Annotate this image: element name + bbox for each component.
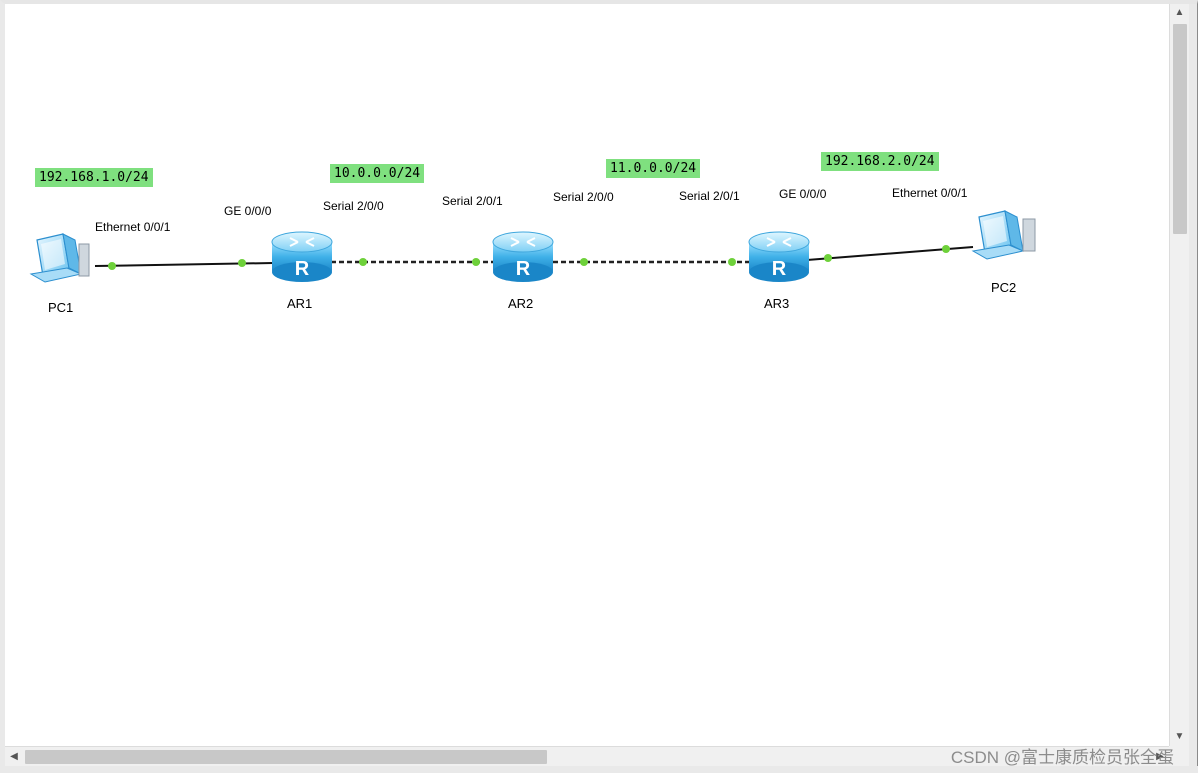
port-dot-pc2 [942,245,950,253]
vertical-scroll-thumb[interactable] [1173,24,1187,234]
window-bottom-edge [0,766,1198,773]
topology-canvas[interactable]: R R R 192.168.1.0/24 10.0.0.0/24 11.0.0.… [5,4,1169,746]
scroll-right-icon[interactable]: ▶ [1156,751,1164,762]
watermark: CSDN @富士康质检员张全蛋 [950,748,1174,767]
port-dot-ar3-ge [824,254,832,262]
port-dot-ar1-ge [238,259,246,267]
horizontal-scroll-thumb[interactable] [25,750,547,764]
router-icon[interactable]: R [271,231,333,282]
scroll-down-icon[interactable]: ▼ [1174,731,1185,742]
device-label-ar3[interactable]: AR3 [764,296,790,311]
subnet-label-lan1[interactable]: 192.168.1.0/24 [35,168,153,187]
device-label-ar2[interactable]: AR2 [508,296,534,311]
subnet-label-wan1[interactable]: 10.0.0.0/24 [330,164,425,183]
port-dot-pc1 [108,262,116,270]
port-label-ar1-serial[interactable]: Serial 2/0/0 [323,199,384,213]
topology-links: R R R [29,210,1036,283]
scroll-up-icon[interactable]: ▲ [1174,7,1185,18]
router-icon[interactable]: R [492,231,554,282]
port-dot-ar3-serial [728,258,736,266]
pc-icon[interactable] [29,233,90,283]
horizontal-scrollbar[interactable]: ◀ ▶ [5,746,1169,766]
subnet-label-wan2[interactable]: 11.0.0.0/24 [606,159,701,178]
port-label-ar3-serial[interactable]: Serial 2/0/1 [679,189,740,203]
device-label-ar1[interactable]: AR1 [287,296,313,311]
svg-text:R: R [772,258,787,280]
port-label-pc1-eth[interactable]: Ethernet 0/0/1 [95,220,171,234]
port-label-pc2-eth[interactable]: Ethernet 0/0/1 [892,186,968,200]
device-label-pc1[interactable]: PC1 [48,300,74,315]
port-dot-ar2-serial0 [580,258,588,266]
port-label-ar1-ge[interactable]: GE 0/0/0 [224,204,272,218]
svg-text:R: R [295,258,310,280]
port-label-ar3-ge[interactable]: GE 0/0/0 [779,187,827,201]
link-pc1-ar1[interactable] [94,262,274,267]
scrollbar-corner [1169,746,1189,766]
port-dot-ar1-serial [359,258,367,266]
pc-icon[interactable] [971,210,1036,260]
port-dot-ar2-serial1 [472,258,480,266]
window-right-edge [1189,4,1197,766]
router-icon[interactable]: R [748,231,810,282]
subnet-label-lan2[interactable]: 192.168.2.0/24 [821,152,939,171]
port-label-ar2-serial0[interactable]: Serial 2/0/0 [553,190,614,204]
vertical-scrollbar[interactable]: ▲ ▼ [1169,4,1189,746]
port-label-ar2-serial1[interactable]: Serial 2/0/1 [442,194,503,208]
svg-text:R: R [516,258,531,280]
device-label-pc2[interactable]: PC2 [991,280,1017,295]
scroll-left-icon[interactable]: ◀ [10,751,18,762]
